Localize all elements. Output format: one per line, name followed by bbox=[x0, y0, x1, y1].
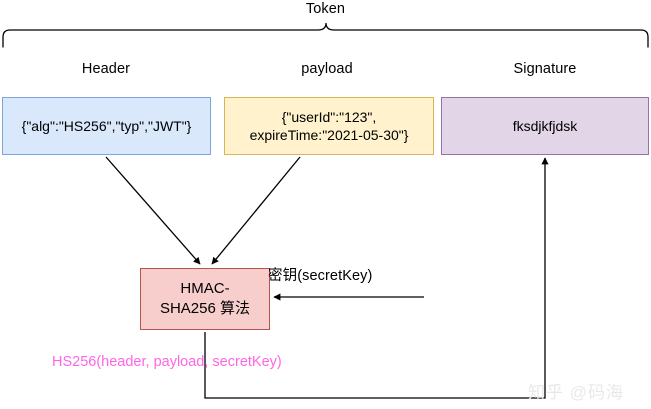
header-json-text: {"alg":"HS256","typ","JWT"} bbox=[21, 117, 192, 134]
signature-value-box: fksdjkfjdsk bbox=[441, 97, 649, 155]
secret-key-label: 密钥(secretKey) bbox=[268, 268, 373, 284]
payload-json-box: {"userId":"123", expireTime:"2021-05-30"… bbox=[224, 97, 434, 155]
payload-json-line2: expireTime:"2021-05-30"} bbox=[249, 127, 409, 143]
payload-json-line1: {"userId":"123", bbox=[281, 108, 377, 125]
hmac-algorithm-line2: SHA256 算法 bbox=[159, 300, 251, 317]
arrow-hmac-to-signature bbox=[204, 157, 549, 399]
arrow-header-to-hmac bbox=[105, 156, 201, 265]
token-brace bbox=[2, 22, 649, 48]
arrow-payload-to-hmac bbox=[211, 156, 301, 265]
token-title: Token bbox=[305, 1, 346, 17]
hmac-algorithm-line1: HMAC- bbox=[180, 280, 230, 298]
watermark-text: 知乎 @码海 bbox=[528, 383, 624, 402]
header-section-label: Header bbox=[81, 61, 131, 77]
signature-section-label: Signature bbox=[513, 61, 577, 77]
payload-section-label: payload bbox=[301, 61, 353, 77]
hmac-algorithm-box: HMAC- SHA256 算法 bbox=[140, 268, 270, 330]
signature-formula-text: HS256(header, payload, secretKey) bbox=[52, 354, 282, 370]
header-json-box: {"alg":"HS256","typ","JWT"} bbox=[2, 97, 211, 155]
signature-value-text: fksdjkfjdsk bbox=[512, 117, 578, 134]
